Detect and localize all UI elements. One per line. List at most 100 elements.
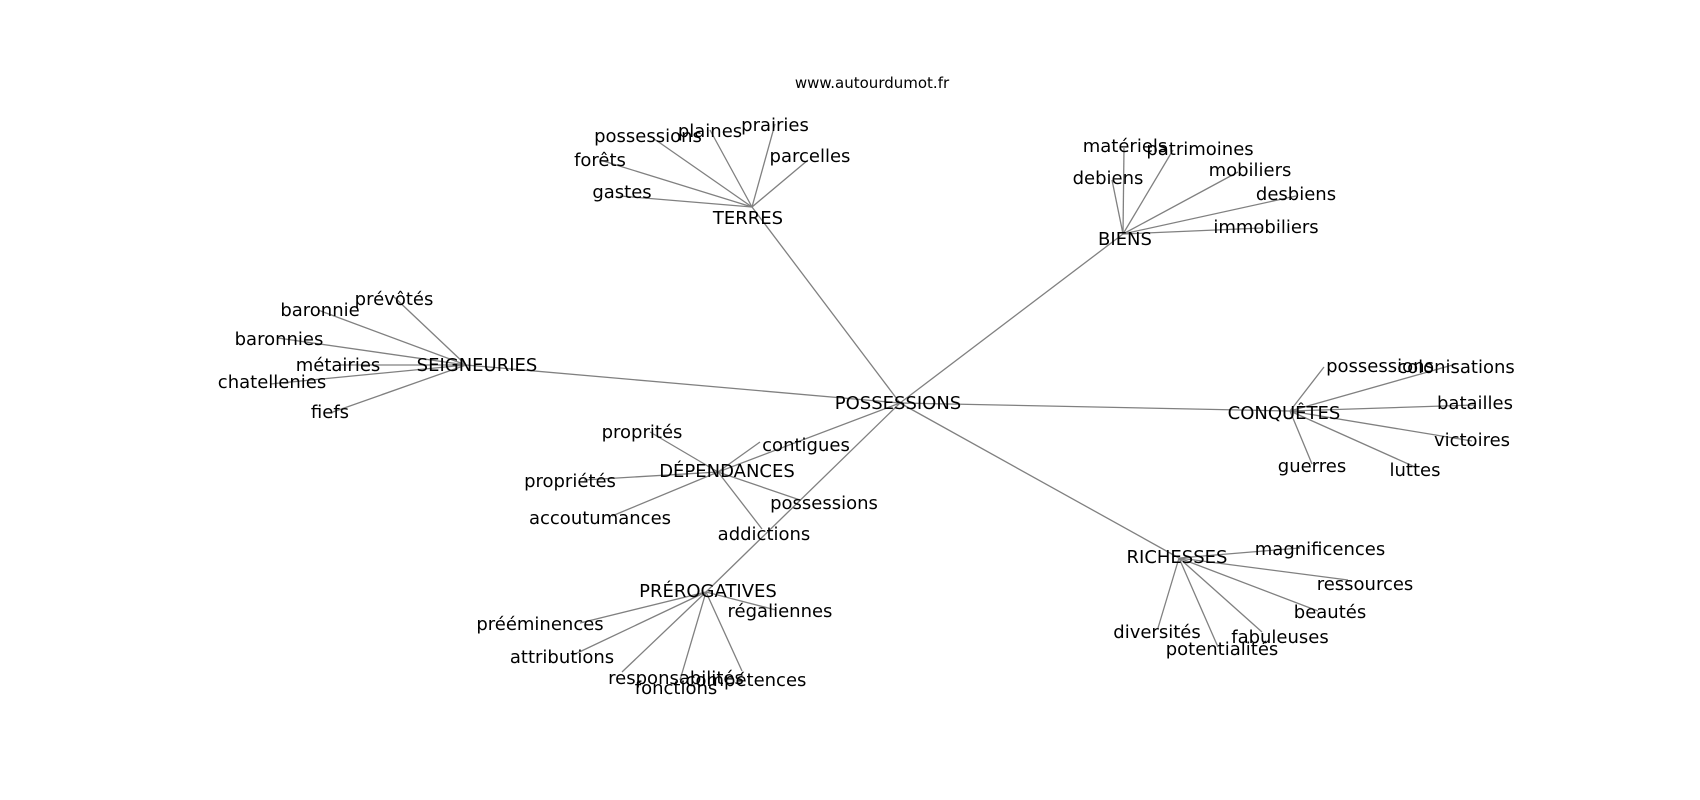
edge-center-to-hub — [717, 402, 901, 473]
leaf-node-label: accoutumances — [529, 508, 671, 529]
edge-hub-to-leaf — [1178, 557, 1219, 648]
edge-hub-to-leaf — [709, 129, 753, 208]
edge-hub-to-leaf — [1289, 366, 1325, 412]
center-node-label: POSSESSIONS — [835, 393, 961, 414]
hub-node-label: DÉPENDANCES — [659, 460, 795, 482]
edge-hub-to-leaf — [1289, 404, 1475, 412]
leaf-node-label: mobiliers — [1209, 160, 1292, 181]
hub-node-label: TERRES — [712, 208, 783, 229]
hub-node-label: BIENS — [1098, 229, 1152, 250]
edge-hub-to-leaf — [1111, 179, 1124, 235]
leaf-node-label: responsabilités — [608, 668, 744, 689]
leaf-node-label: immobiliers — [1213, 217, 1318, 238]
leaf-node-label: patrimoines — [1146, 139, 1253, 160]
edge-hub-to-leaf — [1178, 557, 1319, 612]
leaf-node-label: métairies — [296, 355, 381, 376]
edge-hub-to-leaf — [1289, 363, 1457, 412]
edge-hub-to-leaf — [317, 309, 467, 366]
leaf-node-label: matériels — [1083, 136, 1168, 157]
edge-hub-to-leaf — [611, 471, 719, 517]
leaf-node-label: diversités — [1113, 622, 1200, 643]
leaf-node-label: fabuleuses — [1231, 627, 1329, 648]
edge-hub-to-leaf — [1178, 557, 1349, 581]
edge-hub-to-leaf — [392, 295, 467, 366]
leaf-node-label: parcelles — [770, 146, 851, 167]
edge-hub-to-leaf — [619, 195, 753, 208]
edge-center-to-hub — [465, 364, 901, 404]
edge-center-to-hub — [751, 206, 901, 404]
leaf-node-label: possessions — [1326, 356, 1434, 377]
edge-hub-to-leaf — [717, 441, 761, 473]
edge-hub-to-leaf — [621, 591, 707, 673]
edge-hub-to-leaf — [649, 431, 719, 473]
edge-hub-to-leaf — [1289, 410, 1473, 442]
edge-center-to-hub — [899, 233, 1124, 404]
edge-center-to-hub — [899, 402, 1291, 412]
leaf-node-label: prairies — [741, 115, 809, 136]
leaf-node-label: luttes — [1390, 460, 1441, 481]
leaf-node-label: ressources — [1317, 574, 1414, 595]
leaf-node-label: possessions — [770, 493, 878, 514]
hub-node-label: SEIGNEURIES — [417, 355, 538, 376]
edge-hub-to-leaf — [1157, 557, 1180, 629]
leaf-node-label: chatellenies — [218, 372, 326, 393]
leaf-node-label: victoires — [1434, 430, 1510, 451]
leaf-node-label: possessions — [594, 126, 702, 147]
edge-hub-to-leaf — [705, 591, 777, 611]
leaf-node-label: fiefs — [311, 402, 349, 423]
leaf-node-label: attributions — [510, 647, 614, 668]
edge-hub-to-leaf — [705, 591, 743, 672]
edge-hub-to-leaf — [1122, 147, 1125, 235]
leaf-node-label: colonisations — [1397, 357, 1515, 378]
leaf-node-label: régaliennes — [728, 601, 833, 622]
edge-hub-to-leaf — [1122, 171, 1239, 235]
edge-hub-to-leaf — [583, 471, 719, 481]
edge-hub-to-leaf — [1122, 227, 1263, 235]
leaf-node-label: proprités — [602, 422, 683, 443]
hub-node-label: PRÉROGATIVES — [639, 580, 777, 602]
leaf-node-label: potentialités — [1166, 639, 1279, 660]
edge-hub-to-leaf — [329, 364, 467, 414]
edge-hub-to-leaf — [269, 364, 467, 385]
leaf-node-label: fonctions — [635, 678, 718, 699]
edge-center-to-hub — [705, 402, 901, 593]
edge-hub-to-leaf — [1289, 410, 1313, 465]
graph-labels: www.autourdumot.fr POSSESSIONS possessio… — [218, 74, 1515, 699]
edge-hub-to-leaf — [1122, 195, 1297, 235]
edge-center-to-hub — [899, 402, 1180, 559]
leaf-node-label: forêts — [574, 150, 626, 171]
edge-hub-to-leaf — [277, 337, 467, 366]
graph-edges — [269, 123, 1475, 681]
leaf-node-label: contigues — [762, 435, 850, 456]
leaf-node-label: beautés — [1294, 602, 1366, 623]
leaf-node-label: prévôtés — [355, 289, 434, 310]
hub-node-label: RICHESSES — [1127, 547, 1228, 568]
edge-hub-to-leaf — [1178, 547, 1301, 559]
edge-hub-to-leaf — [579, 591, 707, 624]
leaf-node-label: guerres — [1278, 456, 1346, 477]
edge-hub-to-leaf — [1178, 557, 1263, 633]
hub-node-label: CONQUÊTES — [1228, 402, 1341, 424]
leaf-node-label: baronnies — [235, 329, 324, 350]
edge-hub-to-leaf — [1289, 410, 1416, 468]
edge-hub-to-leaf — [717, 471, 801, 501]
edge-hub-to-leaf — [751, 123, 776, 208]
edge-hub-to-leaf — [679, 591, 707, 681]
leaf-node-label: prééminences — [476, 614, 603, 635]
leaf-node-label: plaines — [678, 121, 742, 142]
leaf-node-label: compétences — [686, 670, 807, 691]
edge-hub-to-leaf — [649, 135, 753, 208]
edge-hub-to-leaf — [751, 159, 809, 208]
leaf-node-label: batailles — [1437, 393, 1513, 414]
edge-hub-to-leaf — [1122, 149, 1174, 235]
edge-hub-to-leaf — [572, 591, 707, 656]
leaf-node-label: magnificences — [1255, 539, 1385, 560]
leaf-node-label: baronnie — [280, 300, 359, 321]
leaf-node-label: desbiens — [1256, 184, 1336, 205]
source-watermark: www.autourdumot.fr — [795, 74, 950, 92]
leaf-node-label: debiens — [1073, 168, 1144, 189]
leaf-node-label: propriétés — [524, 471, 616, 492]
edge-hub-to-leaf — [599, 159, 753, 208]
leaf-node-label: addictions — [718, 524, 811, 545]
